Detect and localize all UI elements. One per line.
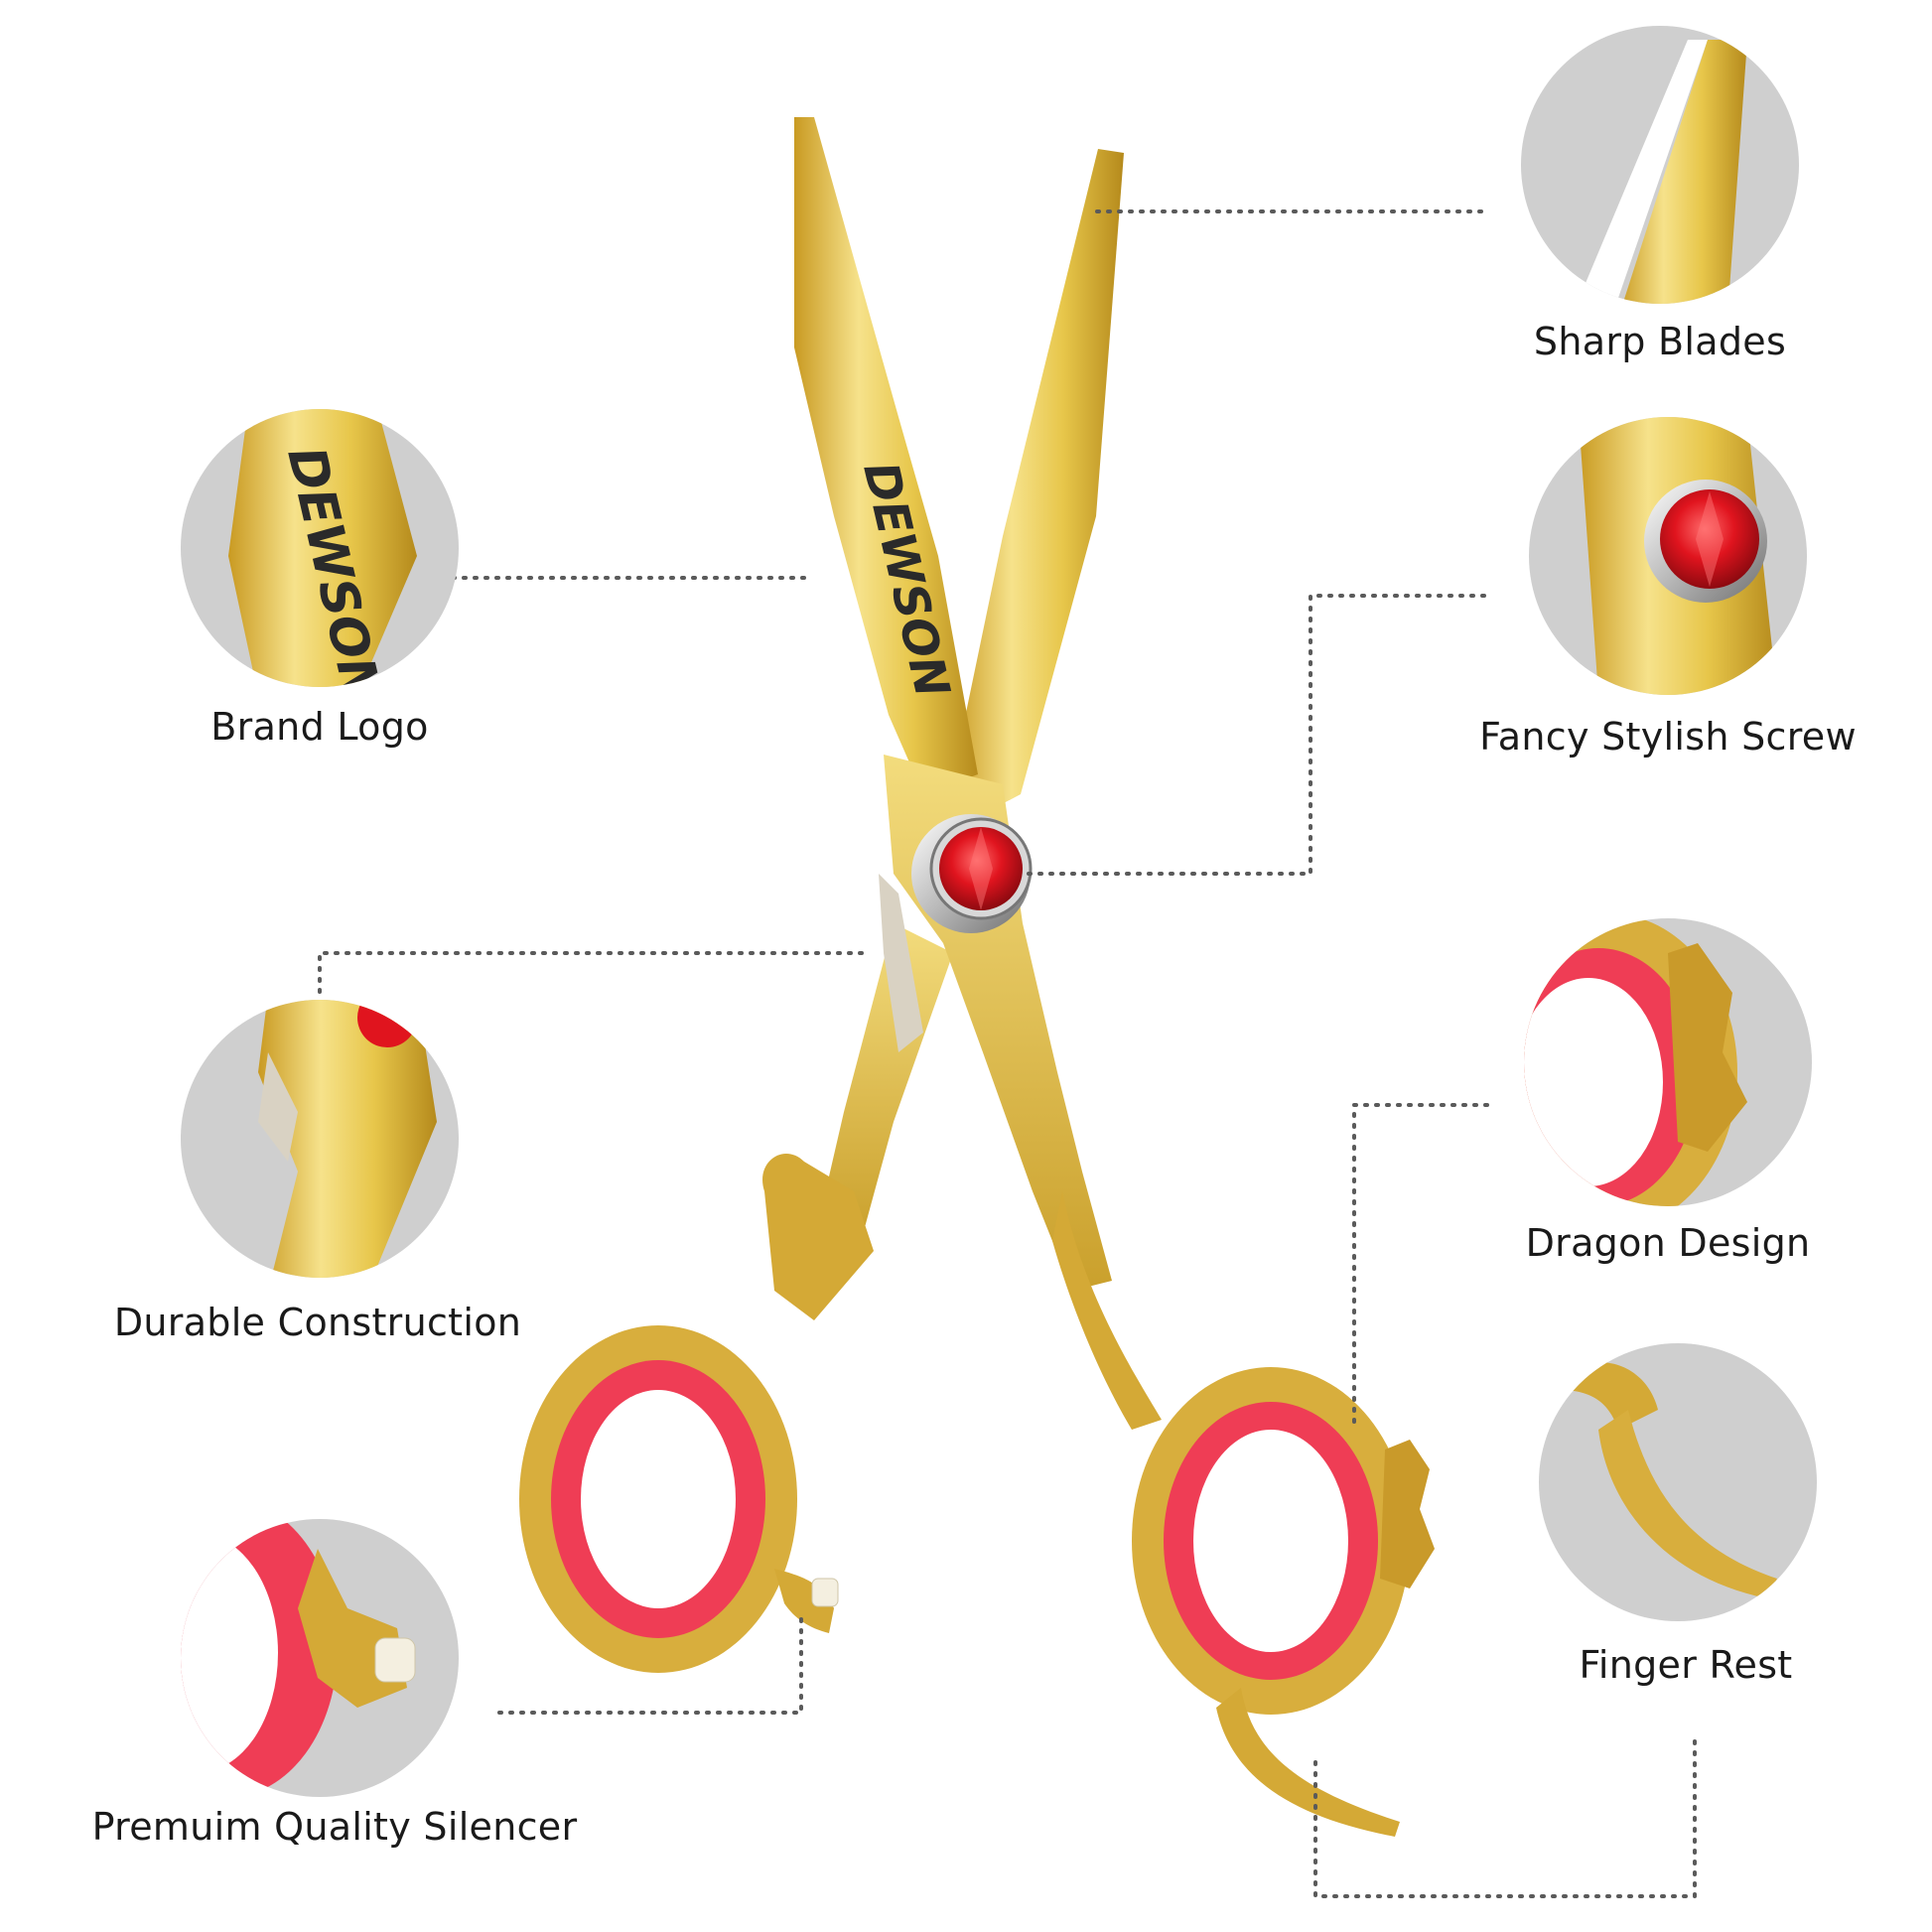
- leader-durable: [318, 951, 864, 1000]
- silencer-bumper: [811, 1578, 839, 1607]
- pivot-screw: [911, 814, 1033, 933]
- blade-bevel-silver: [879, 874, 923, 1052]
- label-durable-construction: Durable Construction: [113, 1301, 522, 1344]
- label-fancy-screw: Fancy Stylish Screw: [1479, 715, 1857, 759]
- label-finger-rest: Finger Rest: [1579, 1643, 1793, 1687]
- leader-finger-rest: [1313, 1733, 1697, 1898]
- right-dragon-handle: [1052, 1191, 1435, 1837]
- label-premium-silencer: Premuim Quality Silencer: [91, 1805, 578, 1849]
- scissors-illustration: DEWSON: [519, 117, 1435, 1837]
- back-shank: [814, 923, 953, 1241]
- detail-circle-dragon-design: [1524, 918, 1812, 1206]
- back-blade: [951, 149, 1124, 814]
- detail-circle-finger-rest: [1539, 1343, 1817, 1621]
- front-blade: [794, 117, 978, 794]
- detail-circle-sharp-blades: [1521, 26, 1799, 304]
- detail-circle-durable-construction: [181, 1000, 459, 1278]
- detail-circle-fancy-screw: [1529, 417, 1807, 695]
- leader-dragon: [1352, 1103, 1491, 1424]
- leader-lines: [318, 209, 1697, 1898]
- left-dragon-handle: [519, 1153, 874, 1673]
- label-dragon-design: Dragon Design: [1525, 1221, 1811, 1265]
- leader-silencer: [497, 1608, 803, 1715]
- detail-circle-silencer: [181, 1519, 459, 1797]
- detail-circle-brand-logo: DEWSON: [181, 409, 459, 687]
- finger-rest-tang: [1216, 1688, 1400, 1837]
- label-sharp-blades: Sharp Blades: [1533, 320, 1787, 363]
- dragon-head: [1380, 1440, 1435, 1588]
- label-brand-logo: Brand Logo: [210, 705, 429, 749]
- leader-fancy-screw: [1027, 594, 1491, 876]
